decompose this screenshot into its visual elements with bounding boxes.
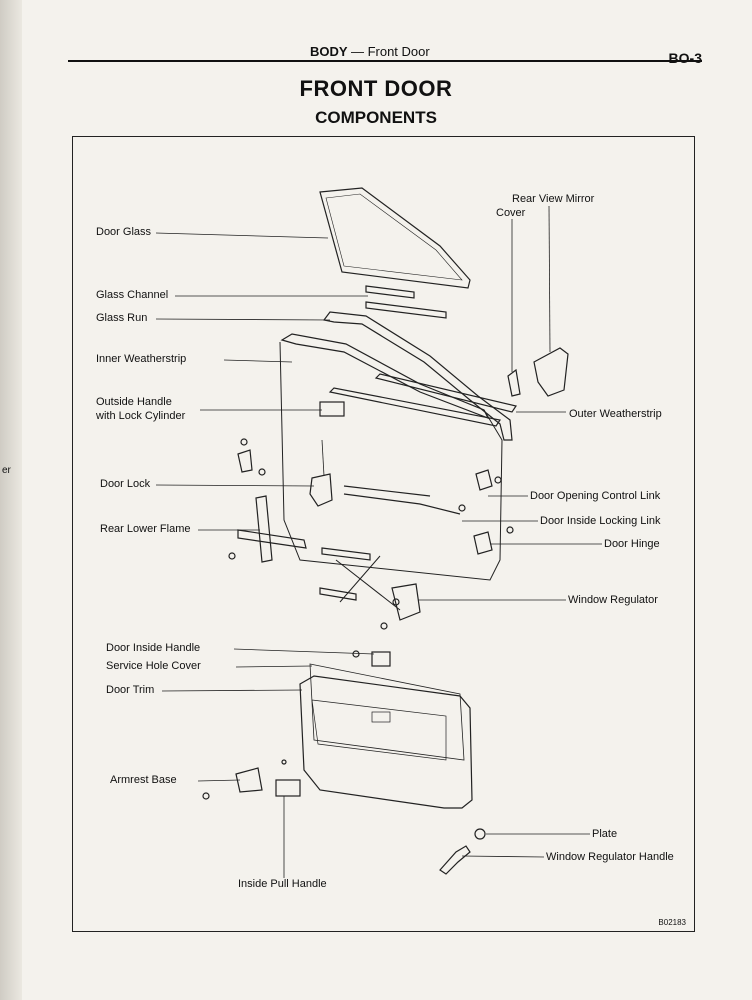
manual-page: [14, 0, 752, 1000]
header-rule: [68, 60, 702, 62]
window-regulator-part: [321, 547, 371, 561]
subsection-name: Front Door: [367, 44, 430, 59]
plate-part: [474, 828, 486, 840]
outer-weatherstrip-part: [374, 373, 517, 413]
label-door-glass: Door Glass: [96, 226, 152, 238]
page-subtitle: COMPONENTS: [315, 108, 437, 127]
window-regulator-handle-part: [439, 845, 471, 875]
lock-bracket-part: [237, 449, 253, 473]
label-door-inside-locking-link: Door Inside Locking Link: [540, 515, 661, 527]
inside-pull-handle-part: [275, 779, 301, 797]
door-inside-handle-part: [371, 651, 391, 667]
label-window-regulator: Window Regulator: [568, 594, 658, 606]
glass-run-part: [322, 311, 513, 441]
label-service-hole-cover: Service Hole Cover: [106, 660, 201, 672]
label-window-regulator-handle: Window Regulator Handle: [546, 851, 674, 863]
door-trim-part: [299, 675, 473, 809]
outside-handle-part: [319, 401, 345, 417]
label-door-trim: Door Trim: [106, 684, 155, 696]
mirror-cover-part: [507, 368, 521, 397]
glass-channel-part: [365, 285, 415, 299]
label-rear-view-mirror: Rear View Mirror: [512, 193, 595, 205]
door-opening-control-link-part: [343, 485, 431, 497]
inner-weatherstrip-part: [280, 333, 490, 420]
label-inside-pull-handle: Inside Pull Handle: [238, 878, 327, 890]
label-rear-lower-flame: Rear Lower Flame: [100, 523, 191, 535]
label-armrest-base: Armrest Base: [110, 774, 177, 786]
label-door-lock: Door Lock: [100, 478, 151, 490]
page-title: FRONT DOOR: [299, 76, 453, 101]
label-outside-handle-line1: Outside Handle: [96, 396, 172, 408]
diagram-frame: [72, 136, 695, 932]
service-hole-cover-part: [309, 663, 465, 761]
armrest-base-part: [235, 767, 263, 793]
label-door-hinge: Door Hinge: [604, 538, 660, 550]
door-shell-part: [279, 341, 503, 581]
label-inner-weatherstrip: Inner Weatherstrip: [96, 353, 187, 365]
head-separator: —: [350, 44, 364, 59]
rear-lower-frame-part: [255, 495, 273, 563]
running-head: BODY — Front Door: [310, 44, 430, 59]
mirror-part: [533, 347, 569, 397]
door-hinge-lower-part: [473, 531, 493, 555]
label-glass-channel: Glass Channel: [96, 289, 169, 301]
label-door-opening-control-link: Door Opening Control Link: [530, 490, 661, 502]
section-name: BODY: [310, 44, 348, 59]
label-glass-run: Glass Run: [96, 312, 148, 324]
door-glass-part: [319, 187, 471, 289]
label-door-inside-handle: Door Inside Handle: [106, 642, 201, 654]
page-binding: [0, 0, 22, 1000]
door-lock-part: [309, 473, 333, 507]
figure-code: B02183: [658, 918, 686, 927]
label-outside-handle-line2: with Lock Cylinder: [96, 410, 186, 422]
label-cover: Cover: [496, 207, 526, 219]
label-outer-weatherstrip: Outer Weatherstrip: [569, 408, 662, 420]
margin-mark: er: [2, 465, 11, 476]
page-number: BO-3: [668, 50, 702, 66]
label-plate: Plate: [592, 828, 618, 840]
door-hinge-upper-part: [475, 469, 493, 491]
door-inside-locking-link-part: [343, 493, 461, 515]
